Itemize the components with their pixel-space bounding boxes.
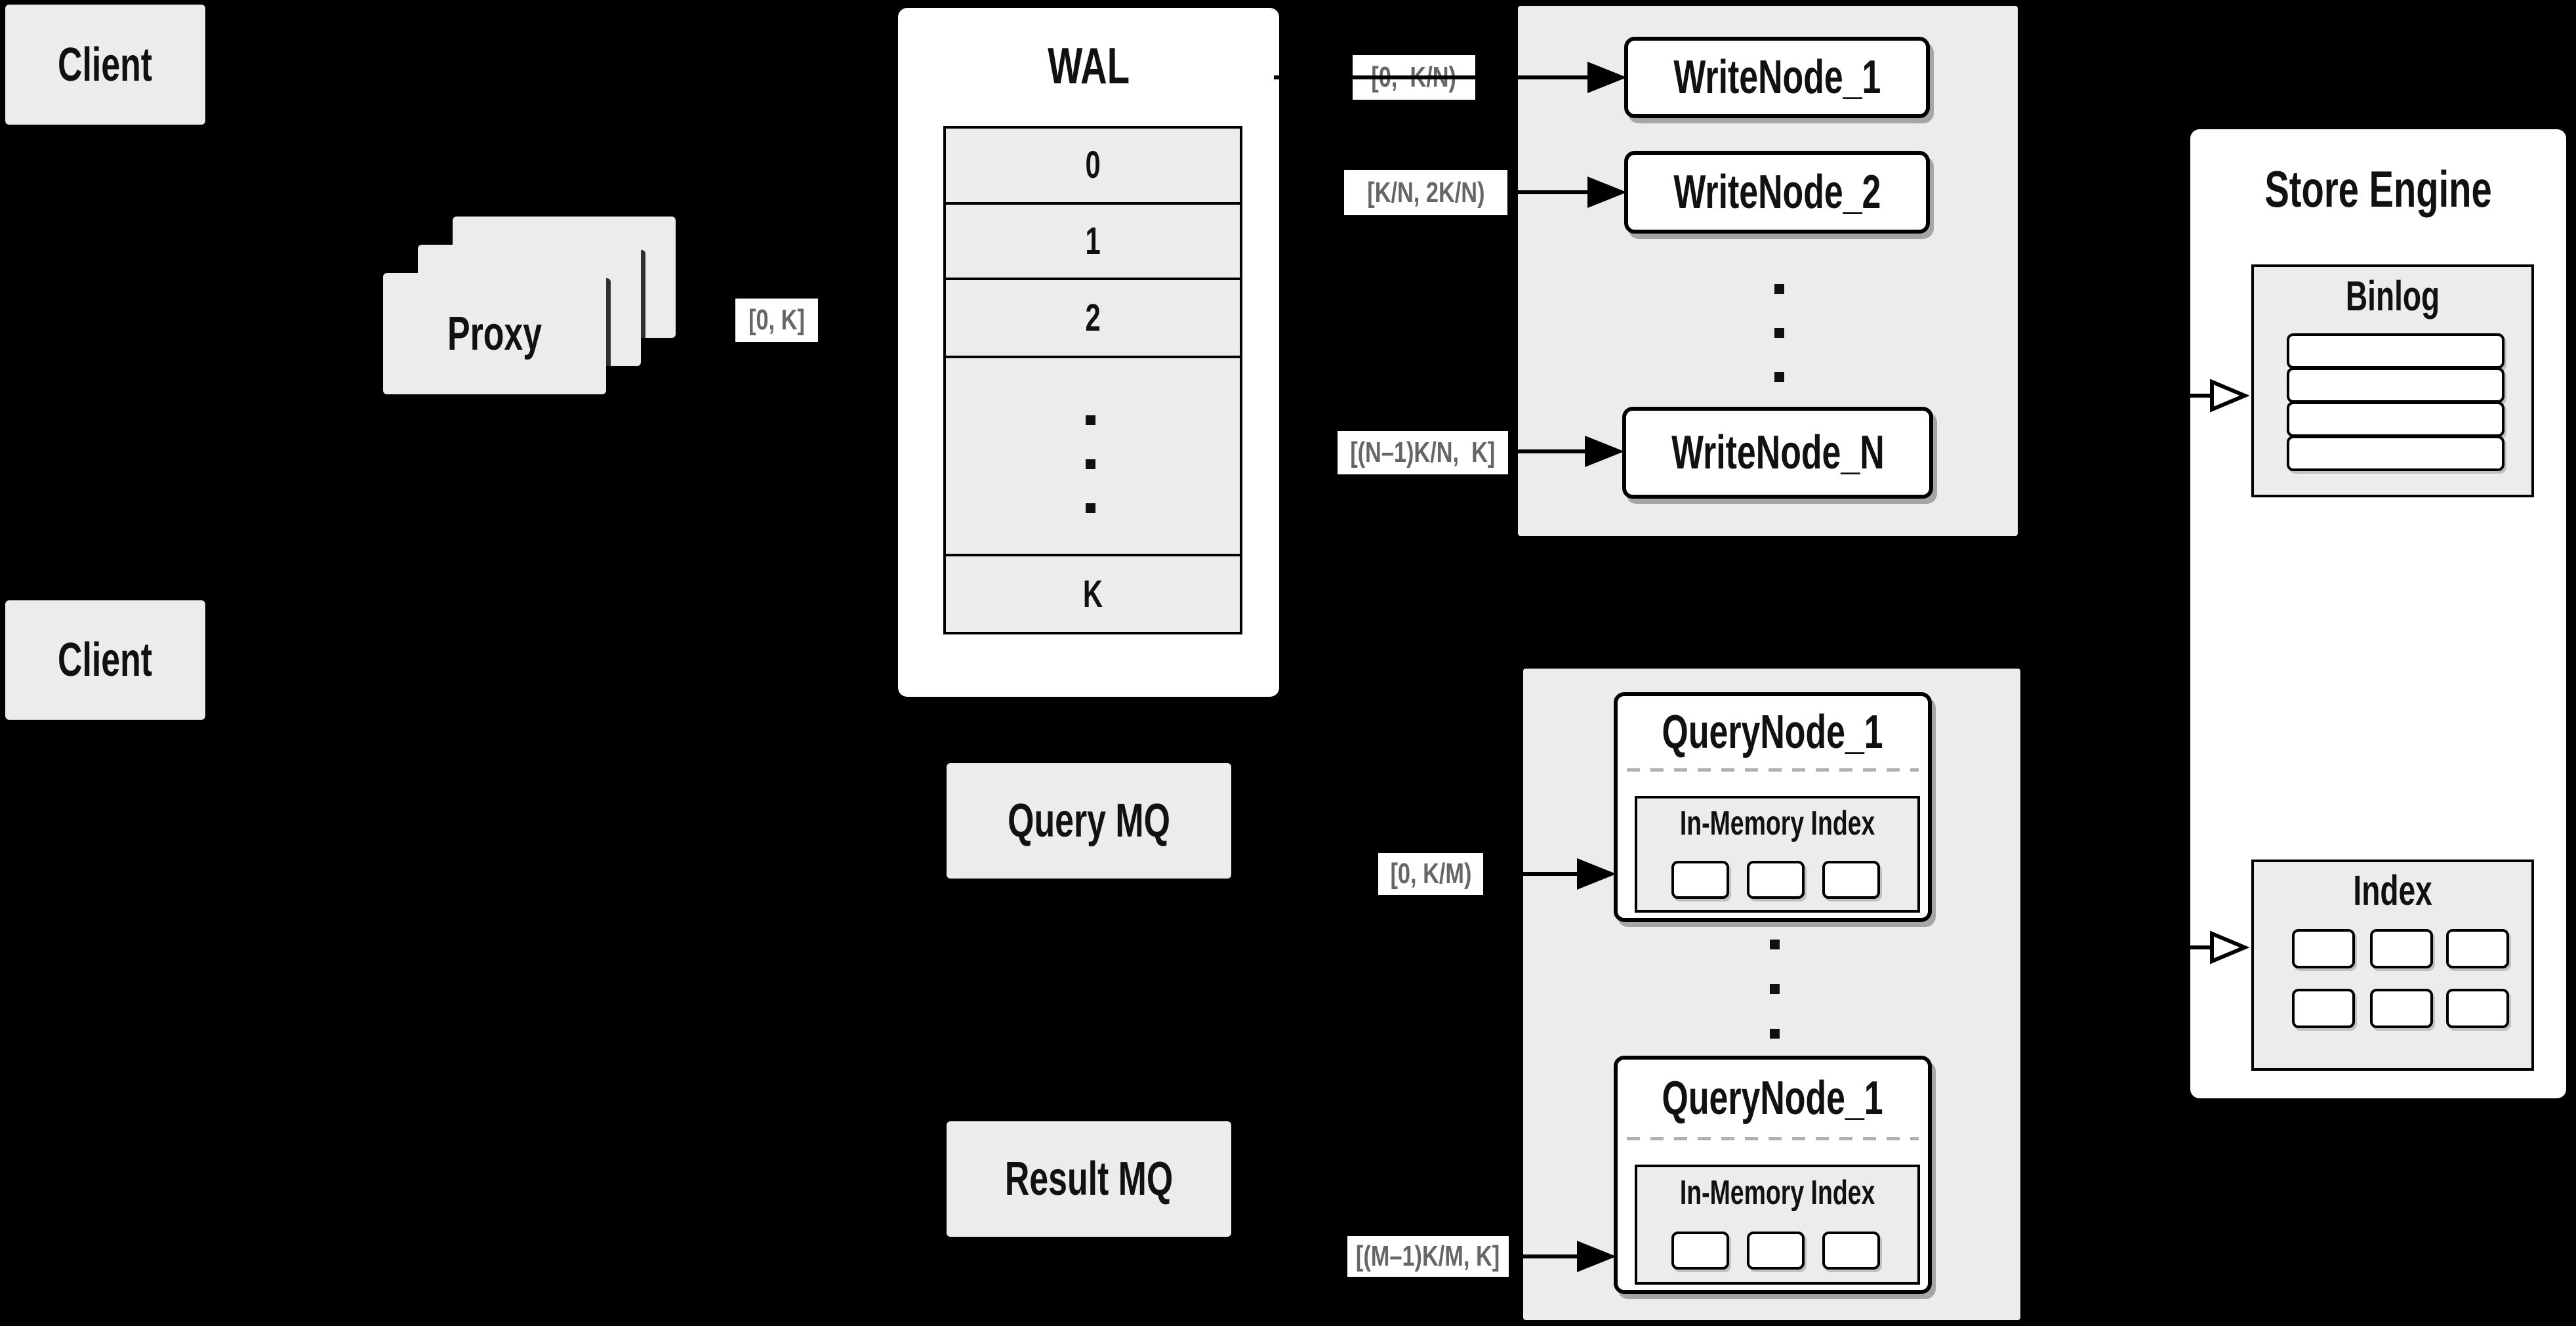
querynode-top-node: QueryNode_1 In-Memory Index: [1614, 692, 1932, 922]
inmemory-cell: [1822, 1232, 1880, 1270]
result-mq-label: Result MQ: [1004, 1153, 1174, 1205]
client-bottom-label: Client: [58, 634, 153, 686]
querynode-ellipsis-dot: [1770, 940, 1780, 949]
inmemory-cell: [1671, 1232, 1729, 1270]
wal-segment-row: 0: [1085, 144, 1101, 186]
store-engine-title: Store Engine: [2264, 159, 2492, 218]
querynode-bottom-node: QueryNode_1 In-Memory Index: [1614, 1056, 1932, 1294]
client-top-node: Client: [5, 5, 205, 125]
proxy-node: Proxy: [383, 273, 606, 394]
querynode-ellipsis-dot: [1770, 1029, 1780, 1039]
binlog-title: Binlog: [2345, 272, 2440, 320]
index-title: Index: [2353, 867, 2432, 914]
index-cell: [2446, 929, 2509, 968]
querynode-bottom-inmemory-box: In-Memory Index: [1635, 1165, 1920, 1285]
writenode-2-label: WriteNode_2: [1673, 166, 1881, 218]
edge-label-wal-to-writenode-2: [K/N, 2K/N): [1344, 170, 1507, 215]
writenode-ellipsis-dot: [1774, 372, 1784, 382]
binlog-row: [2287, 333, 2504, 369]
client-top-label: Client: [58, 38, 153, 91]
writenode-1-label: WriteNode_1: [1673, 51, 1881, 104]
binlog-box: Binlog: [2251, 264, 2534, 497]
edge-label-resultmq-to-querynode: [(M–1)K/M, K]: [1347, 1236, 1509, 1277]
inmemory-cell: [1747, 1232, 1805, 1270]
proxy-label: Proxy: [447, 307, 542, 360]
wal-ellipsis-dot: [1086, 415, 1095, 425]
querynode-bottom-title-wrap: QueryNode_1: [1618, 1060, 1928, 1137]
query-mq-label: Query MQ: [1008, 795, 1170, 847]
writenode-2-node: WriteNode_2: [1624, 151, 1930, 234]
inmemory-cell: [1671, 861, 1729, 899]
querynode-top-dashed-separator: [1627, 768, 1919, 772]
querynode-bottom-dashed-separator: [1627, 1137, 1919, 1140]
querynode-bottom-title: QueryNode_1: [1662, 1072, 1884, 1125]
edge-label-querymq-to-querynode: [0, K/M): [1378, 853, 1483, 895]
writenode-1-node: WriteNode_1: [1624, 37, 1930, 118]
result-mq-node: Result MQ: [947, 1121, 1231, 1237]
query-mq-node: Query MQ: [947, 763, 1231, 879]
index-cell: [2446, 989, 2509, 1028]
wal-segment-row: 1: [946, 202, 1240, 278]
store-engine-title-wrap: Store Engine: [2190, 157, 2566, 220]
inmemory-cell: [1822, 861, 1880, 899]
edge-label-wal-to-writenode-n: [(N–1)K/N, K]: [1338, 431, 1508, 474]
wal-ellipsis-dot: [1086, 459, 1095, 469]
binlog-title-wrap: Binlog: [2254, 267, 2531, 325]
querynode-top-title: QueryNode_1: [1662, 706, 1884, 758]
wal-title-wrap: WAL: [898, 36, 1279, 95]
index-cell: [2370, 989, 2433, 1028]
edge-label-proxy-to-wal: [0, K]: [735, 299, 818, 342]
wal-segment-row: 2: [946, 278, 1240, 356]
querynode-top-inmemory-label: In-Memory Index: [1679, 804, 1875, 842]
writenode-ellipsis-dot: [1774, 328, 1784, 338]
querynode-top-inmemory-box: In-Memory Index: [1635, 796, 1920, 913]
binlog-row: [2287, 367, 2504, 403]
index-cell: [2292, 989, 2355, 1028]
querynode-top-title-wrap: QueryNode_1: [1618, 696, 1928, 768]
edge-label-wal-to-writenode-1: [0, K/N): [1353, 55, 1475, 100]
index-cell: [2370, 929, 2433, 968]
client-bottom-node: Client: [5, 600, 205, 720]
index-cell: [2292, 929, 2355, 968]
wal-segment-row: K: [946, 554, 1240, 632]
writenode-n-node: WriteNode_N: [1622, 407, 1933, 499]
inmemory-title-wrap: In-Memory Index: [1637, 1167, 1917, 1218]
binlog-row: [2287, 436, 2504, 471]
writenode-n-label: WriteNode_N: [1671, 426, 1885, 479]
wal-title: WAL: [1048, 37, 1130, 94]
wal-segment-row-ellipsis: [946, 356, 1240, 554]
querynode-ellipsis-dot: [1770, 984, 1780, 994]
writenode-ellipsis-dot: [1774, 284, 1784, 294]
wal-ellipsis-dot: [1086, 503, 1095, 513]
wal-segment-table: 0 1 2 K: [943, 126, 1242, 634]
binlog-row: [2287, 402, 2504, 437]
index-box: Index: [2251, 860, 2534, 1071]
inmemory-cell: [1747, 861, 1805, 899]
inmemory-title-wrap: In-Memory Index: [1637, 798, 1917, 848]
querynode-bottom-inmemory-label: In-Memory Index: [1679, 1174, 1875, 1212]
index-title-wrap: Index: [2254, 862, 2531, 919]
